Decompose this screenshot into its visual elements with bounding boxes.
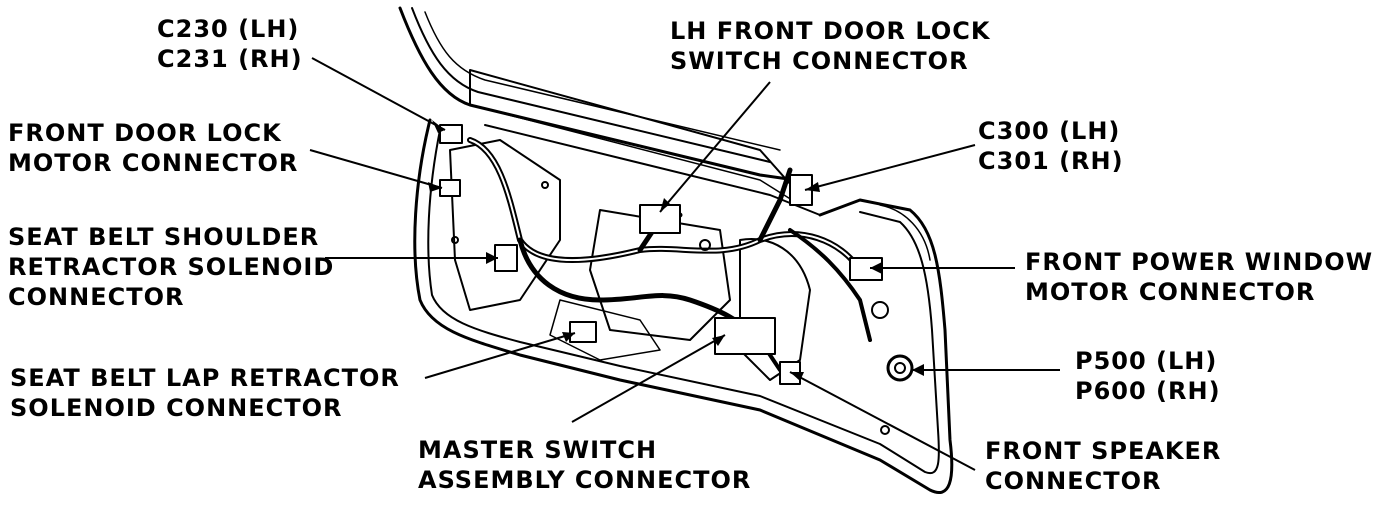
connector-lh-switch bbox=[639, 204, 681, 234]
callout-front-speaker: FRONT SPEAKER CONNECTOR bbox=[985, 437, 1222, 495]
callout-seat-belt-shoulder: SEAT BELT SHOULDER RETRACTOR SOLENOID CO… bbox=[8, 223, 335, 311]
door-outline bbox=[413, 118, 954, 494]
callout-master-switch: MASTER SWITCH ASSEMBLY CONNECTOR bbox=[418, 436, 752, 494]
callout-door-lock-motor: FRONT DOOR LOCK MOTOR CONNECTOR bbox=[8, 119, 299, 177]
connector-lap bbox=[569, 321, 597, 343]
callout-c300: C300 (LH) C301 (RH) bbox=[978, 117, 1124, 175]
connector-lock-motor bbox=[439, 179, 461, 197]
leader-lines bbox=[309, 57, 1060, 471]
window-channel bbox=[469, 69, 801, 196]
callout-power-window-motor: FRONT POWER WINDOW MOTOR CONNECTOR bbox=[1025, 248, 1374, 306]
window-frame-inner bbox=[411, 7, 771, 163]
callout-lh-door-lock-switch: LH FRONT DOOR LOCK SWITCH CONNECTOR bbox=[670, 17, 991, 75]
connector-p500 bbox=[886, 354, 914, 382]
callout-c230: C230 (LH) C231 (RH) bbox=[157, 15, 303, 73]
window-frame-inner-2 bbox=[424, 11, 781, 151]
callout-p500: P500 (LH) P600 (RH) bbox=[1075, 347, 1221, 405]
connector-shoulder bbox=[494, 244, 518, 272]
connector-c230 bbox=[439, 124, 463, 144]
callout-seat-belt-lap: SEAT BELT LAP RETRACTOR SOLENOID CONNECT… bbox=[10, 364, 400, 422]
inner-panel bbox=[449, 139, 561, 311]
